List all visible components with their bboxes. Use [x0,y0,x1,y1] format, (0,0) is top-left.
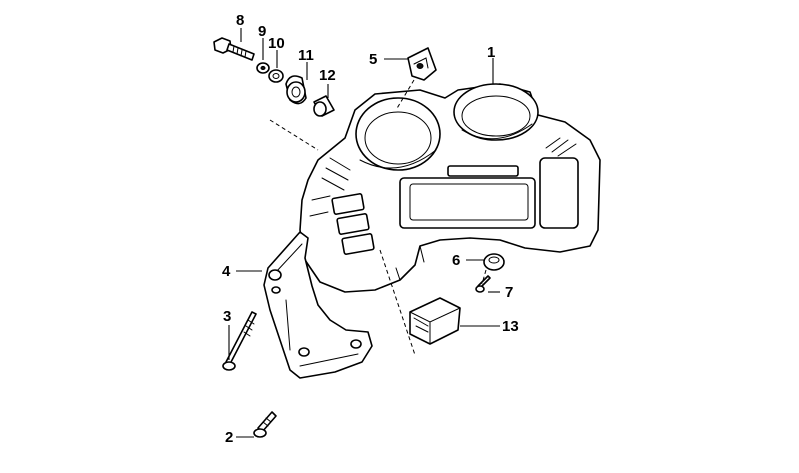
callout-12: 12 [319,67,336,84]
callout-3: 3 [223,308,231,325]
callout-5: 5 [369,51,377,68]
callout-labels: 1 2 3 4 5 6 7 8 9 10 11 12 13 [222,12,519,446]
callout-10: 10 [268,35,285,52]
grommet-round [483,253,505,271]
callout-2: 2 [225,429,233,446]
callout-9: 9 [258,23,266,40]
connector-block [409,297,461,345]
callout-8: 8 [236,12,244,29]
instrument-housing [299,83,601,293]
small-screw [475,275,491,293]
bracket-clip [407,47,437,81]
callout-6: 6 [452,252,460,269]
bolt-assembly [213,37,335,117]
callout-13: 13 [502,318,519,335]
short-screw [253,411,277,438]
alignment-lines [269,79,487,356]
callout-11: 11 [298,47,314,64]
lower-cover [263,231,373,379]
callout-1: 1 [487,44,495,61]
long-screw [222,311,257,371]
leader-lines [228,28,500,438]
callout-4: 4 [222,263,231,280]
callout-7: 7 [505,284,513,301]
